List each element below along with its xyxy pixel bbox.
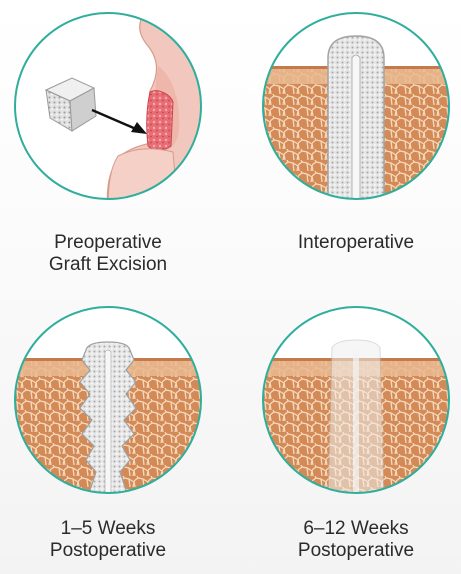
stage-preoperative: Preoperative Graft Excision	[8, 6, 208, 276]
wound-bed	[147, 91, 173, 150]
caption-line: Postoperative	[256, 540, 456, 562]
caption-line: 6–12 Weeks	[256, 518, 456, 540]
stage-interoperative: Interoperative	[256, 6, 456, 276]
early-healing-illustration	[8, 300, 208, 500]
caption-6-12-weeks: 6–12 Weeks Postoperative	[256, 518, 456, 562]
caption-preoperative: Preoperative Graft Excision	[8, 232, 208, 276]
caption-interoperative: Interoperative	[256, 232, 456, 254]
preoperative-illustration	[8, 6, 208, 206]
caption-line: Postoperative	[8, 540, 208, 562]
caption-line: 1–5 Weeks	[8, 518, 208, 540]
late-healing-illustration	[256, 300, 456, 500]
interoperative-illustration	[256, 6, 456, 206]
caption-line: Interoperative	[256, 232, 456, 254]
caption-line: Graft Excision	[8, 254, 208, 276]
stage-6-12-weeks: 6–12 Weeks Postoperative	[256, 300, 456, 570]
graft-channel	[352, 55, 360, 206]
caption-1-5-weeks: 1–5 Weeks Postoperative	[8, 518, 208, 562]
caption-line: Preoperative	[8, 232, 208, 254]
graft-channel	[105, 350, 111, 500]
graft-channel	[353, 350, 359, 500]
stage-1-5-weeks: 1–5 Weeks Postoperative	[8, 300, 208, 570]
